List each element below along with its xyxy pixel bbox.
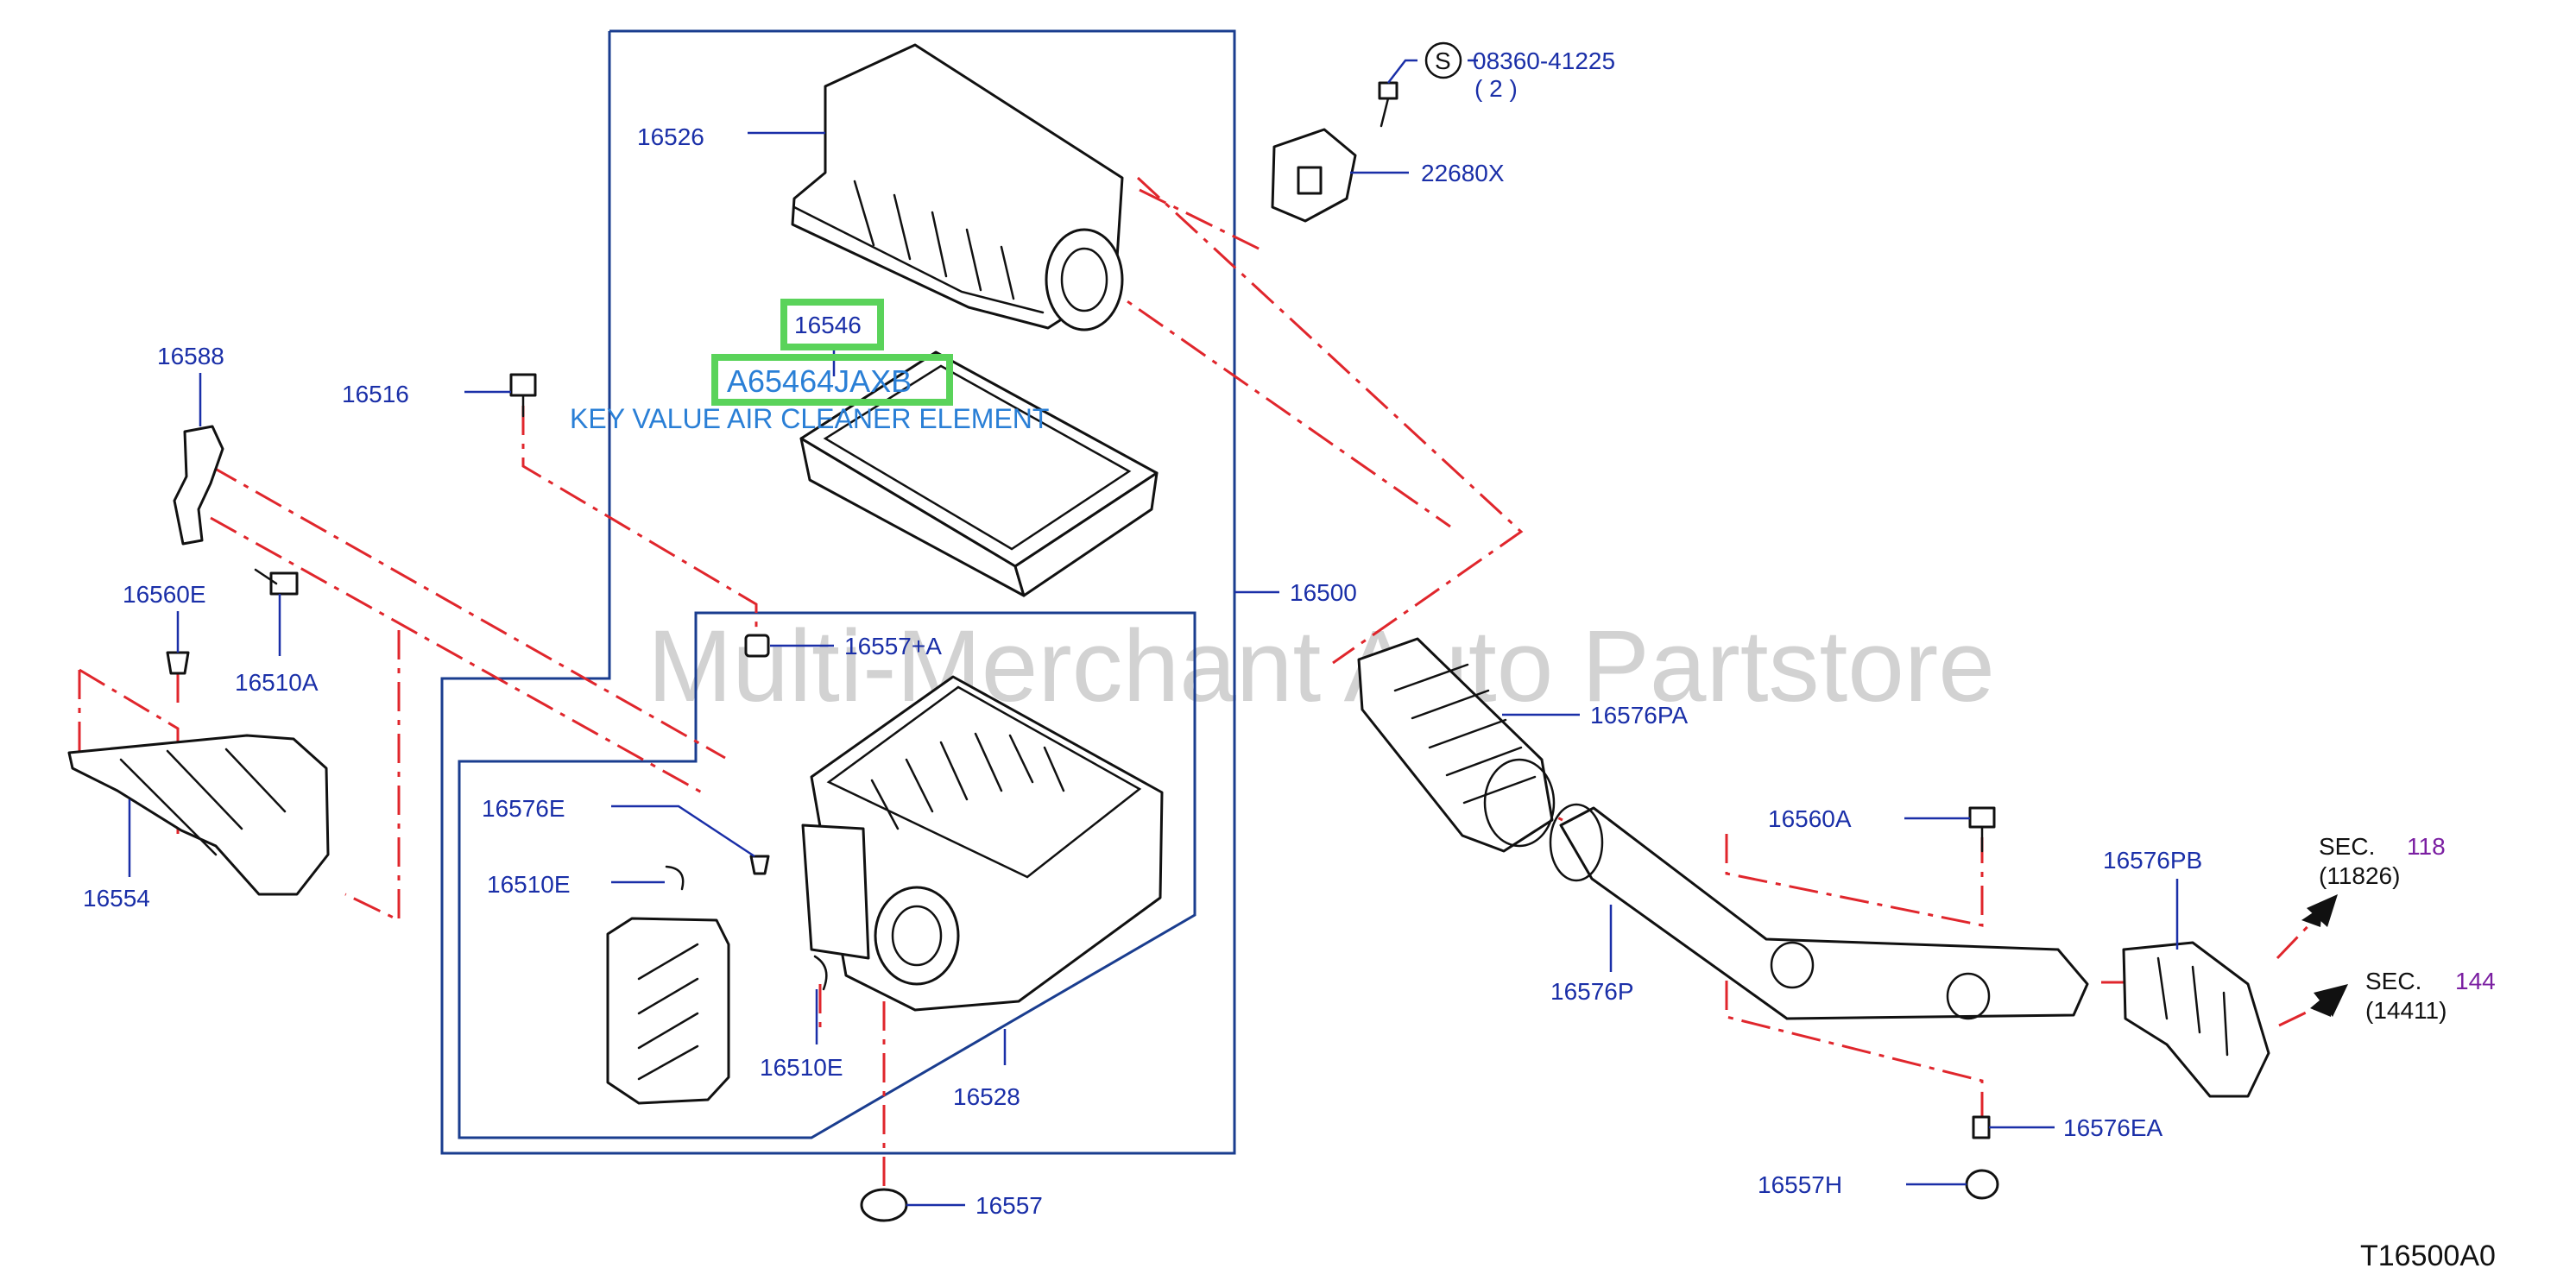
sec-144-prefix[interactable]: SEC. [2365, 968, 2421, 994]
highlight-sku-box[interactable] [711, 354, 953, 406]
air-cleaner-lower-case [801, 675, 1164, 1012]
dash-outlet [1095, 278, 1451, 528]
grommet-16557a [744, 634, 770, 658]
clip-16560a [1968, 806, 1996, 853]
s-symbol-circle [1424, 41, 1462, 79]
sec-118-number[interactable]: 118 [2407, 833, 2446, 860]
dash-box [344, 630, 401, 923]
label-16576ea[interactable]: 16576EA [2063, 1114, 2163, 1141]
mass-air-flow-sensor [1271, 128, 1357, 223]
side-cover-ribs [637, 943, 699, 1081]
label-08360-qty: ( 2 ) [1474, 75, 1518, 102]
label-16557[interactable]: 16557 [975, 1192, 1043, 1219]
dash-16560a-bot [1725, 981, 1984, 1131]
grommet-16557 [860, 1188, 908, 1222]
grommet-16557h [1965, 1169, 1999, 1200]
label-16510a[interactable]: 16510A [235, 669, 319, 696]
highlight-part-box[interactable] [780, 299, 884, 350]
leader-lines [128, 59, 2179, 1207]
label-16588[interactable]: 16588 [157, 343, 224, 369]
dash-22680x [1139, 188, 1263, 252]
hose-16576pb [2122, 941, 2270, 1098]
label-16557h[interactable]: 16557H [1758, 1171, 1842, 1198]
label-16576e[interactable]: 16576E [482, 795, 565, 822]
label-16576pb[interactable]: 16576PB [2103, 847, 2202, 874]
dash-16560a-top [1725, 834, 1984, 927]
dash-16588-a [210, 464, 726, 760]
sec-118-arrow [2301, 894, 2338, 927]
sec-144-arrow [2310, 984, 2348, 1017]
section-ref-118[interactable]: SEC. 118 (11826) [2319, 833, 2446, 889]
air-cleaner-upper-cover [791, 43, 1124, 331]
label-16526[interactable]: 16526 [637, 123, 704, 150]
bolt-16516 [509, 373, 537, 418]
dash-sensor-to-cover [1136, 176, 1524, 665]
bracket-16588 [173, 425, 224, 546]
pipe-16576p [1549, 803, 2089, 1020]
label-16557a[interactable]: 16557+A [844, 633, 942, 659]
label-16500[interactable]: 16500 [1290, 579, 1357, 606]
clip-16510e-1 [665, 865, 685, 891]
watermark-text: Multi-Merchant Auto Partstore [647, 609, 1995, 723]
dash-16588-b [210, 516, 709, 798]
highlight-description: KEY VALUE AIR CLEANER ELEMENT [570, 403, 1049, 434]
sec-118-ref: (11826) [2319, 862, 2400, 889]
clip-16510e-2 [813, 955, 828, 991]
sec-144-ref: (14411) [2365, 997, 2447, 1024]
assembly-dash-lines [78, 176, 2323, 1188]
label-16546[interactable]: 16546 [794, 312, 862, 338]
dash-16516 [521, 406, 758, 635]
s-symbol-text: S [1435, 47, 1451, 74]
sec-144-number[interactable]: 144 [2455, 968, 2496, 994]
label-16576p[interactable]: 16576P [1550, 978, 1634, 1005]
part-labels: 16526 16516 16588 16560E 16510A 16554 16… [83, 47, 2202, 1219]
label-16528[interactable]: 16528 [953, 1083, 1020, 1110]
dash-16554 [79, 668, 180, 834]
assembly-frame-16528 [458, 611, 1196, 1139]
label-16510e-1[interactable]: 16510E [487, 871, 571, 898]
drawing-code: T16500A0 [2360, 1240, 2496, 1272]
bolt-08360-41225 [1378, 81, 1398, 128]
duct-16576pa [1357, 637, 1556, 853]
label-22680x[interactable]: 22680X [1421, 160, 1505, 186]
side-cover [606, 917, 730, 1105]
bolt-16510a [254, 568, 299, 596]
assembly-frame-16500 [440, 29, 1236, 1155]
sec-118-prefix[interactable]: SEC. [2319, 833, 2375, 860]
dash-sec118 [2276, 915, 2319, 960]
label-16516[interactable]: 16516 [342, 381, 409, 407]
label-16576pa[interactable]: 16576PA [1590, 702, 1688, 729]
clip-16560e [166, 651, 190, 675]
spacer-16576ea [1972, 1115, 1991, 1139]
section-ref-144[interactable]: SEC. 144 (14411) [2365, 968, 2496, 1024]
label-16560a[interactable]: 16560A [1768, 805, 1852, 832]
label-08360-41225[interactable]: 08360-41225 [1473, 47, 1615, 74]
highlight-sku-text[interactable]: A65464JAXB [727, 363, 912, 399]
label-16510e-2[interactable]: 16510E [760, 1054, 843, 1081]
label-16560e[interactable]: 16560E [123, 581, 206, 608]
resonator-16554 [67, 734, 330, 896]
label-16554[interactable]: 16554 [83, 885, 150, 912]
parts-drawings [67, 43, 2348, 1222]
screw-16576e [749, 855, 770, 875]
